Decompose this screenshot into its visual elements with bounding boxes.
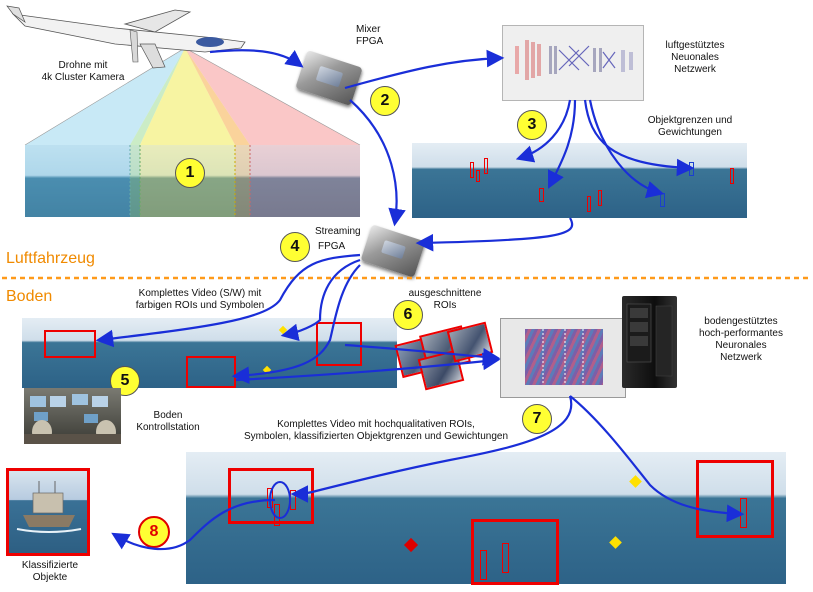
roi-box <box>740 498 747 528</box>
roi-box <box>696 460 774 538</box>
step-7-badge: 7 <box>522 404 552 434</box>
drone-icon <box>6 5 246 69</box>
roi-box <box>502 543 509 573</box>
ground-nn-visualization <box>500 318 626 398</box>
roi-box <box>480 550 487 580</box>
roi-box <box>274 504 280 526</box>
ground-section-label: Boden <box>6 288 53 305</box>
roi-box <box>484 158 488 174</box>
full-video-label: Komplettes Video (S/W) mit farbigen ROIs… <box>135 288 265 311</box>
roi-box <box>470 162 474 178</box>
roi-box <box>186 356 236 388</box>
step-3-badge: 3 <box>517 110 547 140</box>
step-8-badge: 8 <box>138 516 170 548</box>
classified-objects-label: Klassifizierte Objekte <box>21 560 79 583</box>
roi-box <box>587 196 591 212</box>
roi-box <box>290 490 296 510</box>
air-ground-divider <box>2 276 811 280</box>
roi-box <box>471 519 559 585</box>
drone-label: Drohne mit 4k Cluster Kamera <box>41 60 125 83</box>
full-video-hq-label: Komplettes Video mit hochqualitativen RO… <box>243 419 509 442</box>
server-tower-icon <box>622 296 677 388</box>
airborne-detection-view <box>412 143 747 218</box>
streaming-label: Streaming <box>315 226 361 237</box>
step-2-badge: 2 <box>370 86 400 116</box>
airborne-nn-diagram <box>502 25 644 101</box>
roi-box <box>730 168 734 184</box>
roi-box <box>539 188 544 202</box>
classified-object-photo <box>6 468 90 556</box>
control-station-label: Boden Kontrollstation <box>136 410 200 433</box>
ground-nn-label: bodengestütztes hoch-performantes Neuron… <box>699 316 783 363</box>
object-bounds-label: Objektgrenzen und Gewichtungen <box>647 115 733 138</box>
airborne-nn-label: luftgestütztes Neuonales Netzwerk <box>665 40 725 75</box>
roi-box <box>44 330 96 358</box>
step-1-badge: 1 <box>175 158 205 188</box>
fpga-label: FPGA <box>318 241 346 252</box>
step-4-badge: 4 <box>280 232 310 262</box>
cut-rois-label: ausgeschnittene ROIs <box>408 288 482 311</box>
step-6-badge: 6 <box>393 300 423 330</box>
blue-bound-box <box>660 193 665 207</box>
blue-bound-box <box>689 162 694 176</box>
control-station-photo <box>24 388 121 444</box>
roi-box <box>598 190 602 206</box>
roi-box <box>316 322 362 366</box>
roi-box <box>267 488 273 508</box>
aircraft-section-label: Luftfahrzeug <box>6 250 95 267</box>
mixer-fpga-label: Mixer FPGA <box>356 24 384 47</box>
roi-box <box>476 170 480 182</box>
